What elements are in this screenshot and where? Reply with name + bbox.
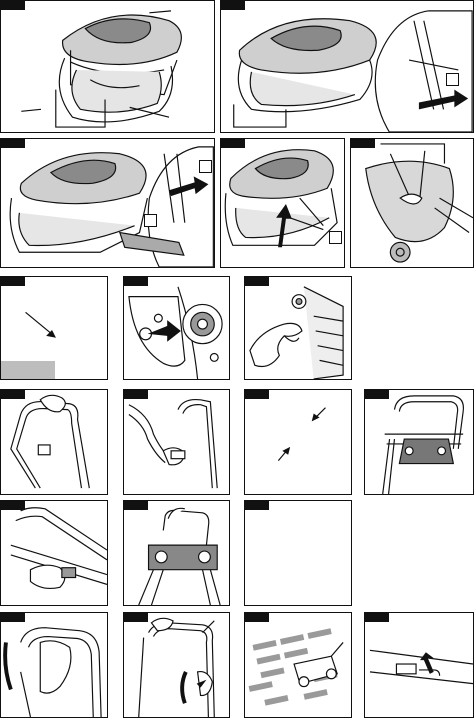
figure-grass-bag-frame: [0, 0, 215, 133]
gray-label-block: [1, 361, 55, 380]
figure-cable-clip: [364, 612, 474, 718]
figure-bag-attach: [350, 138, 474, 268]
figure-number-tab: [245, 501, 269, 510]
figure-handle-knob: [123, 389, 230, 495]
wheel-axle-illustration: [124, 277, 229, 379]
handle-clamp-illustration: [1, 501, 107, 605]
bag-attach-illustration: [351, 139, 473, 267]
figure-handle-assembled: [364, 389, 474, 495]
two-arrows-illustration: [245, 390, 351, 494]
grip-bar-pull-illustration: [1, 613, 107, 717]
figure-blank: [244, 500, 352, 606]
figure-height-knob: [244, 276, 352, 380]
cable-clip-illustration: [365, 613, 473, 717]
bag-rear-clips-illustration: [1, 139, 214, 267]
callout-box: [329, 231, 342, 244]
handle-on-mower-illustration: [124, 501, 229, 605]
bag-clip-illustration: [221, 1, 473, 132]
figure-handle-unfold: [0, 389, 108, 495]
figure-grip-bar-pull: [0, 612, 108, 718]
bag-side-tabs-illustration: [221, 139, 344, 267]
figure-bag-rear-clips: [0, 138, 215, 268]
callout-box: [144, 214, 157, 227]
handle-knob-illustration: [124, 390, 229, 494]
figure-grip-bar-release: [123, 612, 230, 718]
figure-mowing-pattern: [244, 612, 352, 718]
callout-box: [199, 160, 212, 173]
figure-arrow-direction: [0, 276, 108, 380]
height-knob-illustration: [245, 277, 351, 379]
figure-two-arrows: [244, 389, 352, 495]
figure-bag-side-tabs: [220, 138, 345, 268]
handle-unfold-illustration: [1, 390, 107, 494]
figure-handle-clamp: [0, 500, 108, 606]
handle-assembled-illustration: [365, 390, 473, 494]
bag-frame-illustration: [1, 1, 214, 132]
figure-wheel-axle: [123, 276, 230, 380]
figure-handle-on-mower: [123, 500, 230, 606]
grip-bar-release-illustration: [124, 613, 229, 717]
figure-bag-clip: [220, 0, 474, 133]
mowing-pattern-illustration: [245, 613, 351, 717]
callout-box: [446, 73, 459, 86]
